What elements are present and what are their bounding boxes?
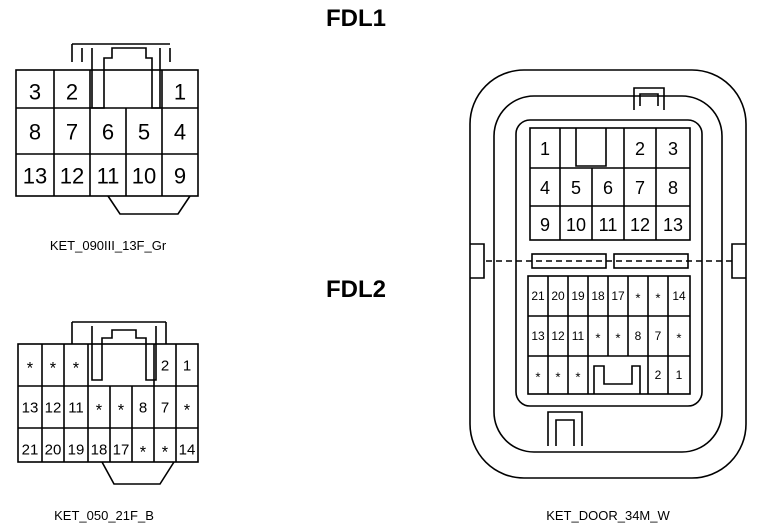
pin-label: 19 [571,289,585,303]
pin-label: * [595,330,600,345]
pin-label: 19 [68,442,85,459]
pin-label: 21 [531,289,545,303]
pin-label: 18 [591,289,605,303]
pin-label: 11 [599,215,618,235]
connector-34-pin [469,69,747,479]
pin-label: 9 [540,215,550,235]
pin-label: 12 [60,164,84,189]
pin-label: * [162,443,169,461]
pin-label: 13 [531,329,545,343]
pin-label: * [27,359,34,377]
pin-label: * [555,369,560,384]
pin-label: 12 [630,215,650,235]
title-fdl2: FDL2 [326,276,386,303]
pin-label: * [184,401,191,419]
pin-label: * [73,359,80,377]
pin-label: 14 [672,289,686,303]
pin-label: 5 [138,120,150,145]
pin-label: 2 [635,139,645,159]
pin-label: 8 [139,400,147,417]
pin-label: 1 [174,80,186,105]
pin-label: 20 [551,289,565,303]
pin-label: 17 [611,289,625,303]
caption-34-pin: KET_DOOR_34M_W [546,508,670,523]
pin-label: 18 [91,442,108,459]
pin-label: * [118,401,125,419]
pin-label: 21 [22,442,39,459]
pin-label: 13 [663,215,683,235]
pin-label: 7 [66,120,78,145]
pin-label: * [575,369,580,384]
pin-label: 7 [161,400,169,417]
pin-label: 3 [668,139,678,159]
pin-label: 6 [603,178,613,198]
pin-label: 17 [113,442,130,459]
pin-label: 14 [179,442,196,459]
pin-label: 8 [635,329,642,343]
pin-label: 11 [68,400,84,417]
pin-label: * [615,330,620,345]
pin-label: 6 [102,120,114,145]
pin-label: 9 [174,164,186,189]
connector-21-pin [17,321,199,485]
pin-label: 5 [571,178,581,198]
pin-label: 20 [45,442,62,459]
pin-label: 11 [97,164,120,189]
caption-21-pin: KET_050_21F_B [54,508,154,523]
pin-label: 4 [174,120,186,145]
pin-label: 1 [183,358,191,375]
title-fdl1: FDL1 [326,5,386,32]
pin-label: 12 [45,400,62,417]
pin-label: * [535,369,540,384]
pin-label: 2 [161,358,169,375]
pin-label: 11 [572,329,585,343]
pin-label: 10 [132,164,156,189]
pin-label: * [50,359,57,377]
pin-label: 13 [22,400,39,417]
pin-label: * [635,290,640,305]
pin-label: 8 [668,178,678,198]
pin-label: 2 [655,368,662,382]
pin-label: 8 [29,120,41,145]
pin-label: 1 [676,368,683,382]
pin-label: 7 [635,178,645,198]
pin-label: 7 [655,329,662,343]
pin-label: 4 [540,178,550,198]
pin-label: 12 [551,329,565,343]
pin-label: * [676,330,681,345]
caption-13-pin: KET_090III_13F_Gr [50,238,167,253]
pin-label: * [140,443,147,461]
pin-label: 3 [29,80,41,105]
pin-label: 1 [540,139,550,159]
pin-label: 10 [566,215,586,235]
pin-label: 2 [66,80,78,105]
pin-label: 13 [23,164,47,189]
connector-13-pin [15,43,199,215]
pin-label: * [96,401,103,419]
pin-label: * [655,290,660,305]
